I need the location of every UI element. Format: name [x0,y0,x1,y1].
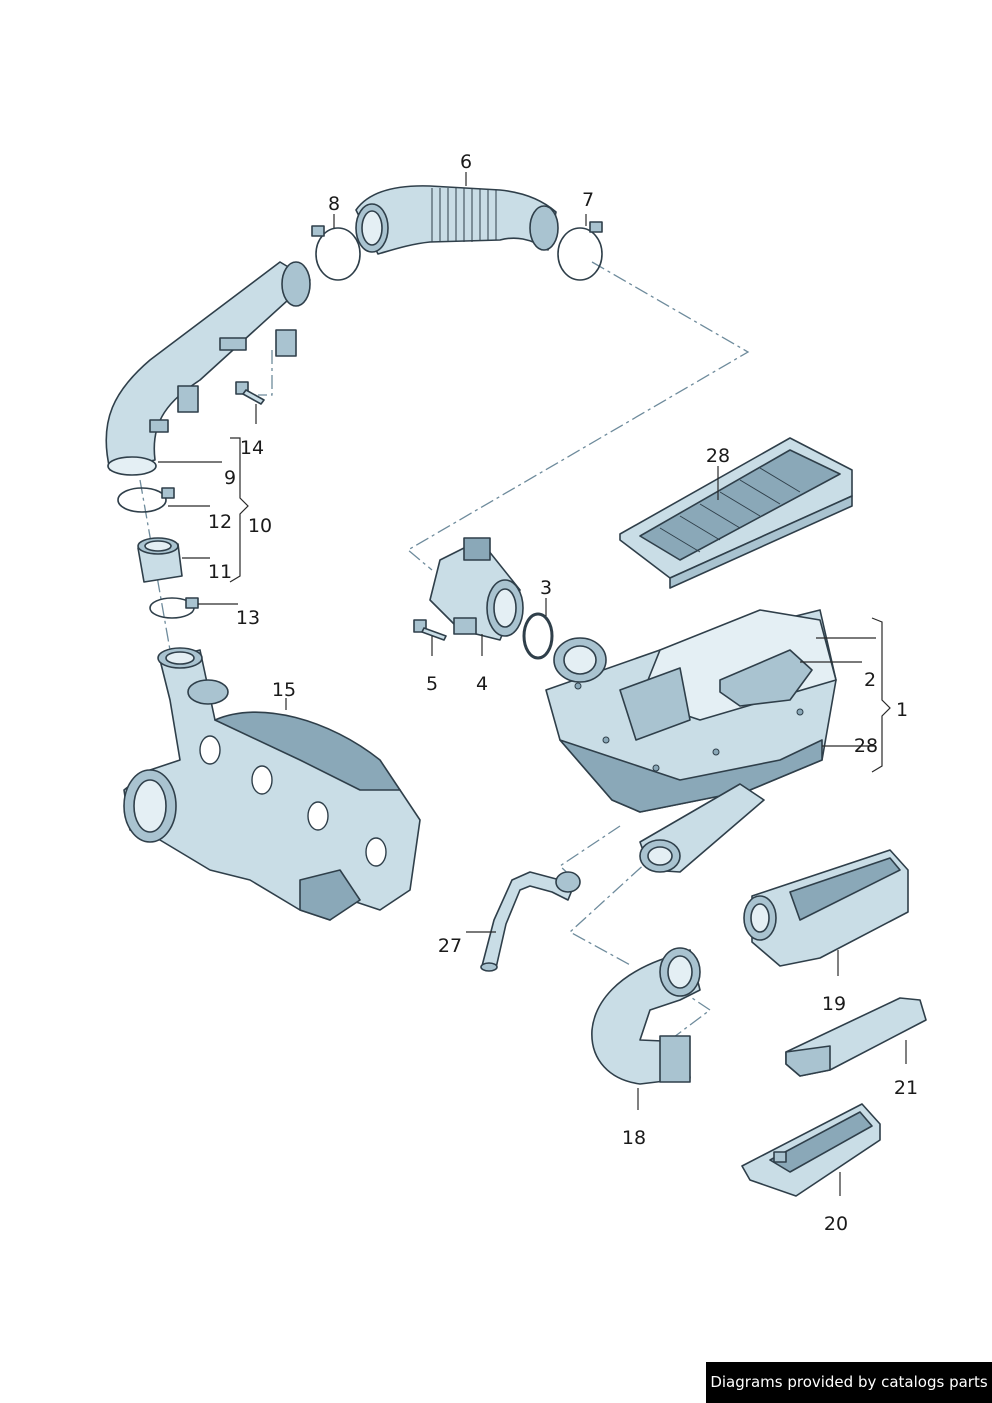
part-18-duct-elbow[interactable] [591,947,701,1085]
callout-19: 19 [822,993,846,1015]
part-14-bolt[interactable] [235,381,265,405]
callout-18: 18 [622,1127,646,1149]
part-19-air-guide[interactable] [743,849,909,967]
part-7-clamp[interactable] [557,221,603,281]
callout-27: 27 [438,935,462,957]
callout-20: 20 [824,1213,848,1235]
callout-6: 6 [460,151,472,173]
part-27-breather-hose[interactable] [480,871,581,972]
callout-7: 7 [582,189,594,211]
part-8-clamp[interactable] [311,225,361,281]
callout-11: 11 [208,561,232,583]
callout-4: 4 [476,673,488,695]
leader-lines [158,172,907,1196]
part-5-screw[interactable] [413,619,447,641]
callout-5: 5 [426,673,438,695]
part-9-charge-pipe[interactable] [105,261,311,476]
callout-13: 13 [236,607,260,629]
part-28-filter-element[interactable] [619,437,853,589]
part-1-air-filter-housing[interactable] [545,609,837,813]
part-3-o-ring[interactable] [522,612,554,660]
callout-12: 12 [208,511,232,533]
callout-1: 1 [896,699,908,721]
part-4-maf-sensor[interactable] [429,537,524,641]
part-15-turbocharger[interactable] [123,647,421,921]
callout-21: 21 [894,1077,918,1099]
credit-text: Diagrams provided by catalogs parts [710,1373,988,1391]
part-21-cover[interactable] [785,997,927,1077]
callout-3: 3 [540,577,552,599]
callouts: 6 8 7 14 9 12 10 11 13 15 3 5 4 28 2 1 2… [208,151,918,1235]
callout-28-housing: 28 [854,735,878,757]
callout-10: 10 [248,515,272,537]
credit-banner: Diagrams provided by catalogs parts [706,1362,992,1403]
callout-28-top: 28 [706,445,730,467]
part-13-clamp[interactable] [149,597,199,619]
callout-8: 8 [328,193,340,215]
callout-15: 15 [272,679,296,701]
intake-snorkel[interactable] [639,783,765,873]
callout-14: 14 [240,437,264,459]
part-6-hose[interactable] [355,185,559,255]
callout-9: 9 [224,467,236,489]
callout-2: 2 [864,669,876,691]
part-12-clamp[interactable] [117,487,175,513]
part-11-coupling[interactable] [137,537,183,583]
part-20-lower-guide[interactable] [741,1103,881,1197]
